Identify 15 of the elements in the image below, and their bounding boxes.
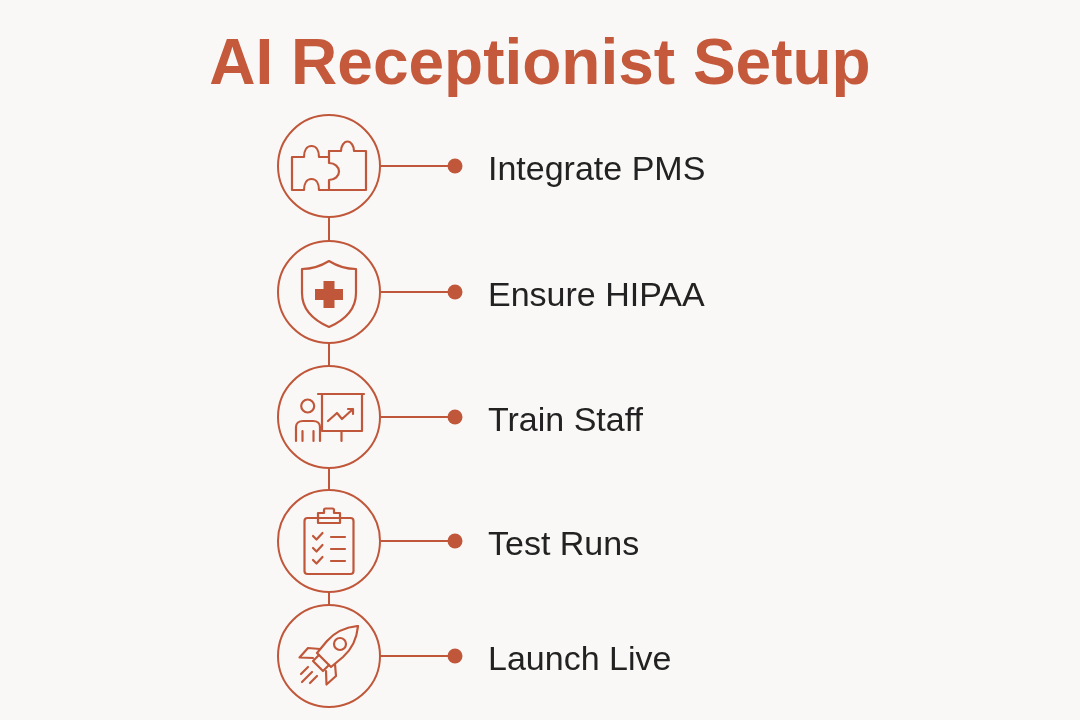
step-label: Test Runs xyxy=(488,523,640,563)
connector-line xyxy=(328,468,330,490)
step-label: Ensure HIPAA xyxy=(488,274,705,314)
connector-line xyxy=(328,217,330,241)
dot-connector-line xyxy=(380,648,463,664)
dot-connector-line xyxy=(380,158,463,174)
connector-line xyxy=(328,592,330,605)
title: AI Receptionist Setup xyxy=(209,26,871,98)
step-label: Launch Live xyxy=(488,638,672,678)
dot-connector-line xyxy=(380,533,463,549)
dot-connector-line xyxy=(380,284,463,300)
dot-connector-line xyxy=(380,409,463,425)
step-label: Train Staff xyxy=(488,399,643,439)
step-label: Integrate PMS xyxy=(488,148,706,188)
connector-line xyxy=(328,343,330,366)
